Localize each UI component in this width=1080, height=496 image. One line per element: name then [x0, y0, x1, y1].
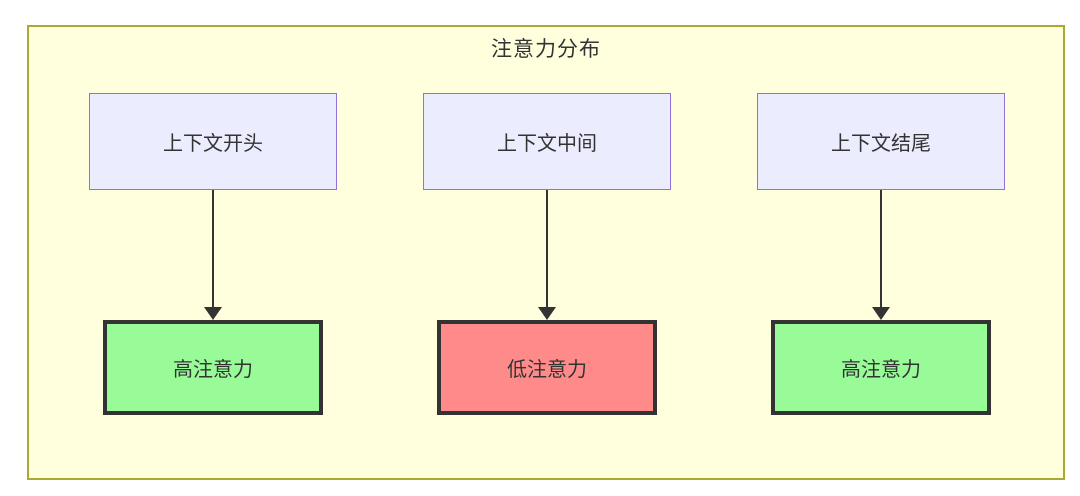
node-high-attention-2: 高注意力: [771, 320, 991, 415]
node-high-attention-2-label: 高注意力: [841, 359, 921, 381]
node-low-attention-label: 低注意力: [507, 359, 587, 381]
arrow-line: [212, 190, 214, 307]
node-low-attention: 低注意力: [437, 320, 657, 415]
arrow-head-icon: [538, 307, 556, 320]
diagram-title: 注意力分布: [491, 38, 601, 61]
flow-column-context-start: 上下文开头 高注意力: [89, 93, 337, 415]
node-context-end-label: 上下文结尾: [831, 133, 931, 155]
node-context-middle: 上下文中间: [423, 93, 671, 190]
arrow-head-icon: [204, 307, 222, 320]
arrow-line: [880, 190, 882, 307]
arrow-down-1: [204, 190, 222, 320]
arrow-down-2: [538, 190, 556, 320]
arrow-head-icon: [872, 307, 890, 320]
node-context-start-label: 上下文开头: [163, 133, 263, 155]
node-context-start: 上下文开头: [89, 93, 337, 190]
flow-column-context-end: 上下文结尾 高注意力: [757, 93, 1005, 415]
arrow-line: [546, 190, 548, 307]
flow-column-context-middle: 上下文中间 低注意力: [423, 93, 671, 415]
node-high-attention-1: 高注意力: [103, 320, 323, 415]
node-context-end: 上下文结尾: [757, 93, 1005, 190]
arrow-down-3: [872, 190, 890, 320]
node-high-attention-1-label: 高注意力: [173, 359, 253, 381]
node-context-middle-label: 上下文中间: [497, 133, 597, 155]
